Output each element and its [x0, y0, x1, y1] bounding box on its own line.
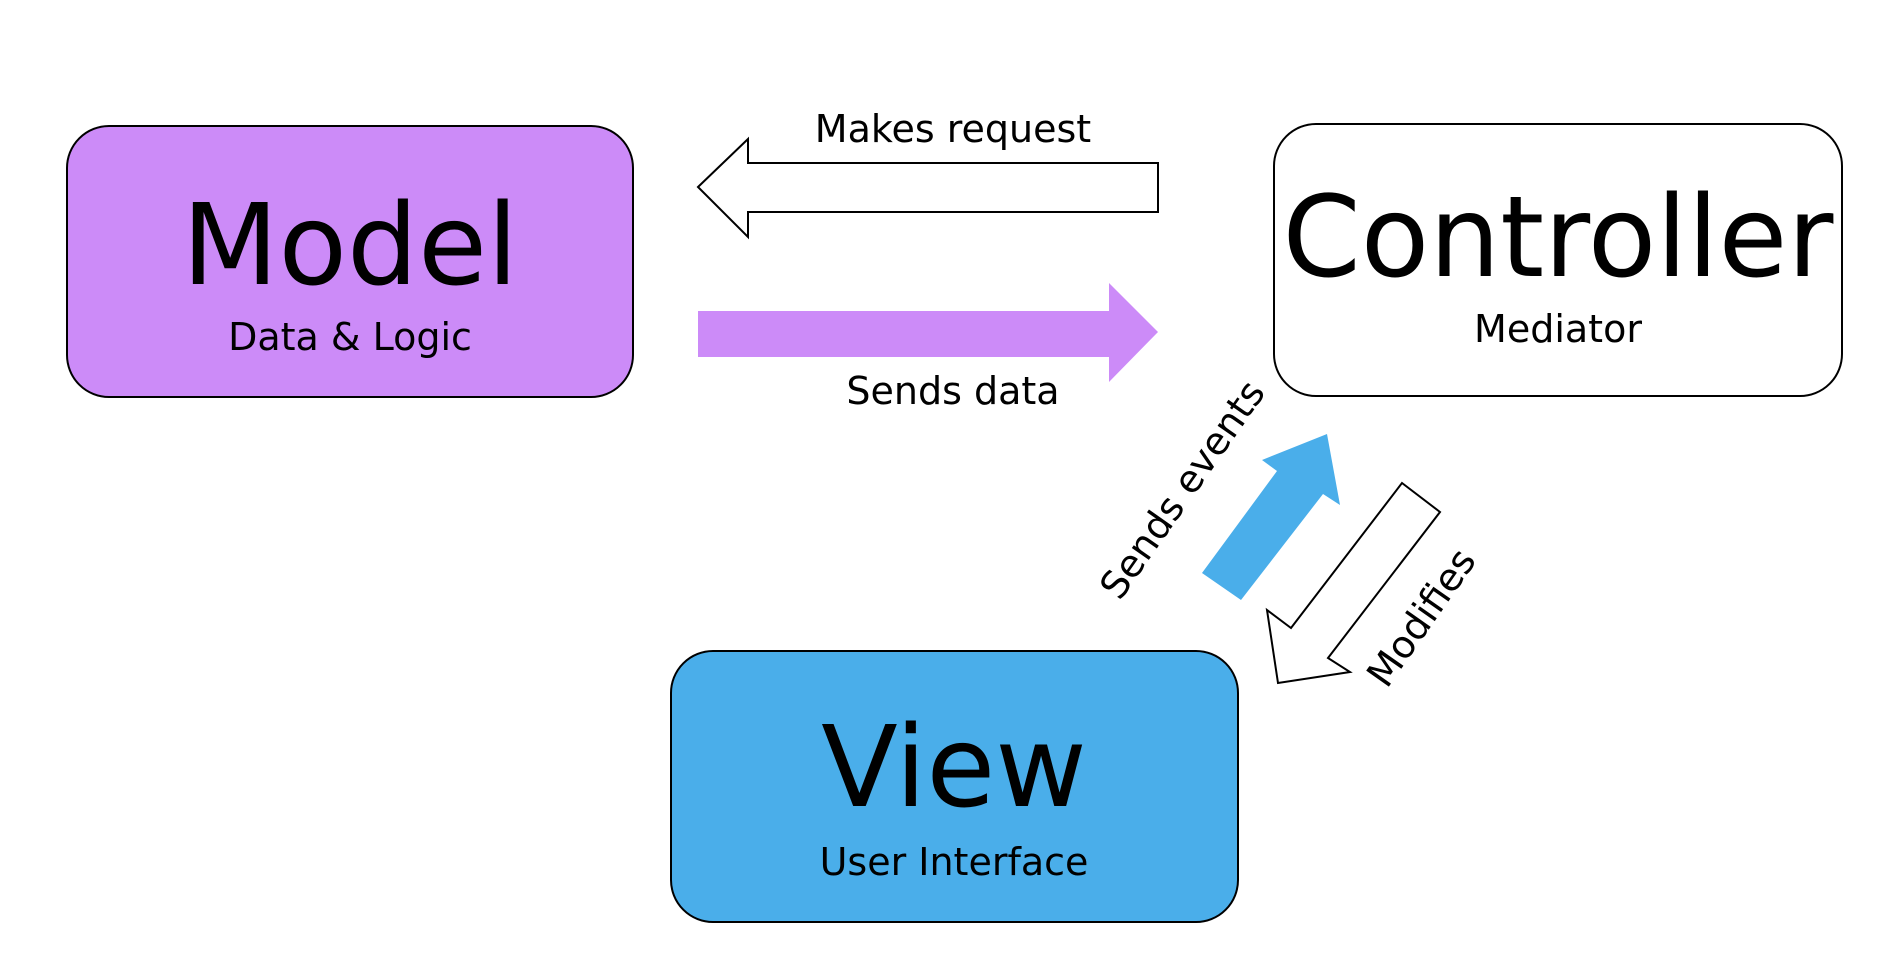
model-box [66, 125, 634, 398]
controller-node: Controller Mediator [1273, 123, 1843, 397]
makes-request-arrow [696, 136, 1159, 240]
modifies-arrow [1265, 481, 1442, 685]
model-subtitle: Data & Logic [228, 315, 472, 359]
sends-events-connector: Sends events [1091, 372, 1340, 607]
makes-request-label: Makes request [815, 107, 1091, 151]
sends-data-label: Sends data [846, 369, 1059, 413]
view-title: View [821, 703, 1087, 833]
model-node: Model Data & Logic [66, 125, 634, 398]
controller-title: Controller [1283, 173, 1835, 303]
controller-subtitle: Mediator [1474, 307, 1642, 351]
sends-data-connector: Sends data [698, 283, 1158, 413]
controller-box [1273, 123, 1843, 397]
view-node: View User Interface [670, 650, 1239, 923]
view-box [670, 650, 1239, 923]
sends-data-arrow [698, 283, 1158, 382]
sends-events-arrow [1202, 434, 1340, 600]
view-subtitle: User Interface [820, 840, 1089, 884]
makes-request-connector: Makes request [696, 107, 1159, 240]
model-title: Model [182, 181, 518, 311]
